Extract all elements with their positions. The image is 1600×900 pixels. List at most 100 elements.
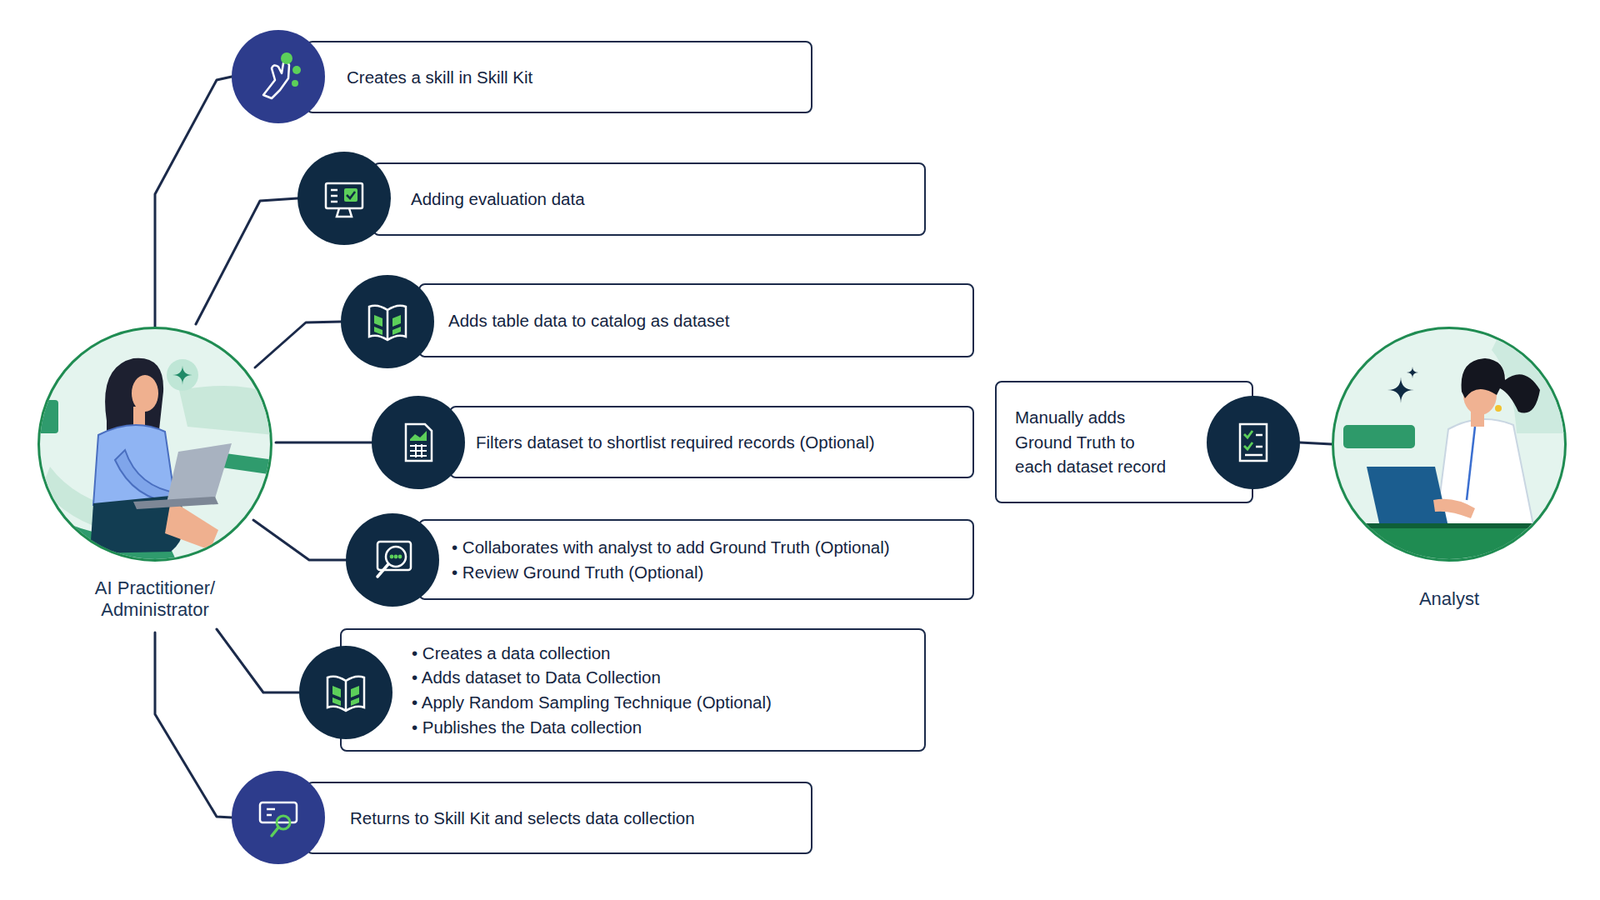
connector: [155, 76, 232, 327]
monitor-stand: [336, 208, 352, 217]
practitioner-illustration: [36, 358, 275, 567]
skill-icon: [231, 30, 325, 124]
step-text: • Creates a data collection: [411, 640, 925, 666]
face: [1463, 375, 1497, 415]
step-box: Adds table data to catalog as dataset: [340, 275, 975, 369]
hand: [1433, 499, 1475, 519]
lens-glyph: [276, 815, 290, 830]
step-text: • Adds dataset to Data Collection: [411, 665, 925, 690]
box-frame: Adds table data to catalog as dataset: [418, 283, 975, 358]
decor-stripe: [200, 450, 275, 475]
monitor-glyph: [325, 183, 363, 209]
decor-shape: [1491, 333, 1567, 434]
actor-label: AI Practitioner/ Administrator: [59, 577, 251, 622]
connector-line: [253, 520, 346, 560]
screen-lines: [266, 809, 275, 815]
hand-glyph: [263, 61, 290, 99]
speech-bubble: [1343, 425, 1415, 449]
sparkle-star: [1406, 366, 1419, 379]
connector: [275, 442, 372, 444]
check-marks: [1244, 430, 1253, 450]
step-box: Manually adds Ground Truth to each datas…: [995, 380, 1300, 504]
clipboard-lines: [1245, 435, 1263, 455]
step-box: Adding evaluation data: [297, 151, 926, 245]
book-leaves: [374, 315, 401, 335]
actor-name: Analyst: [1353, 588, 1545, 610]
connector-line: [155, 632, 232, 818]
actor-name: AI Practitioner/ Administrator: [59, 577, 251, 622]
ground-truth-icon: [1206, 395, 1300, 490]
neck: [133, 406, 145, 425]
monitor-lines: [330, 190, 338, 202]
icon-disc: [371, 395, 465, 490]
neck: [1470, 410, 1485, 427]
icon-disc: [231, 770, 325, 865]
frame-glyph: [377, 541, 411, 570]
connector-line: [195, 198, 298, 325]
check-mark: [346, 191, 355, 199]
select-icon: [231, 770, 325, 865]
green-dot: [390, 555, 395, 560]
green-dot: [394, 555, 399, 560]
laptop-base: [133, 496, 219, 510]
book-glyph: [369, 305, 406, 340]
sparkle-badge: [166, 359, 199, 391]
grid-glyph: [410, 444, 427, 458]
hair: [105, 358, 164, 444]
connector-line: [255, 321, 341, 368]
actor-circle: AI Practitioner/ Administrator: [37, 326, 273, 562]
collection-icon: [299, 645, 393, 740]
chair-seat: [36, 508, 180, 567]
box-frame: Manually adds Ground Truth to each datas…: [995, 380, 1254, 504]
chart-glyph: [410, 430, 427, 441]
step-text: • Apply Random Sampling Technique (Optio…: [411, 690, 925, 715]
connector-line: [275, 441, 372, 445]
document-glyph: [405, 424, 432, 461]
legs: [165, 500, 219, 550]
step-text: Creates a skill in Skill Kit: [346, 65, 811, 90]
box-frame: Returns to Skill Kit and selects data co…: [305, 781, 813, 855]
decor-tab: [36, 400, 59, 434]
step-text: • Publishes the Data collection: [411, 715, 925, 740]
check-box: [344, 188, 358, 202]
clipboard-glyph: [1240, 424, 1267, 461]
arm: [115, 450, 180, 504]
chair-back: [41, 466, 125, 534]
connector: [155, 632, 232, 818]
sparkle-star: [172, 365, 193, 385]
catalog-icon: [340, 275, 435, 369]
lens-glyph: [385, 546, 406, 567]
connector: [216, 629, 300, 693]
evaluation-icon: [297, 151, 391, 245]
step-box: • Collaborates with analyst to add Groun…: [345, 513, 975, 607]
connector-line: [1300, 442, 1332, 445]
box-frame: • Collaborates with analyst to add Groun…: [418, 519, 975, 600]
actor-circle: Analyst: [1331, 326, 1567, 562]
laptop-screen: [166, 443, 232, 503]
review-icon: [345, 513, 440, 607]
icon-disc: [340, 275, 435, 369]
step-text: Filters dataset to shortlist required re…: [475, 430, 973, 455]
shirt-line: [1466, 426, 1475, 500]
step-text: Adds table data to catalog as dataset: [448, 308, 973, 334]
green-dot: [291, 80, 299, 87]
analyst-illustration: [1331, 333, 1567, 565]
step-box: • Creates a data collection• Adds datase…: [299, 628, 926, 752]
actor-label: Analyst: [1353, 588, 1545, 610]
step-text: Manually adds Ground Truth to each datas…: [1015, 405, 1172, 480]
box-frame: Filters dataset to shortlist required re…: [449, 405, 975, 479]
earring: [1495, 405, 1502, 412]
green-dot: [398, 555, 403, 560]
step-text: • Collaborates with analyst to add Groun…: [451, 535, 973, 560]
screen-glyph: [260, 802, 297, 823]
connector: [1300, 442, 1332, 445]
connector: [195, 198, 298, 325]
icon-disc: [297, 151, 391, 245]
laptop-screen: [1366, 466, 1449, 527]
hair: [1461, 358, 1540, 414]
green-dot: [280, 52, 293, 65]
step-text: Adding evaluation data: [410, 186, 925, 212]
handle-glyph: [377, 564, 389, 577]
step-box: Creates a skill in Skill Kit: [231, 30, 813, 124]
